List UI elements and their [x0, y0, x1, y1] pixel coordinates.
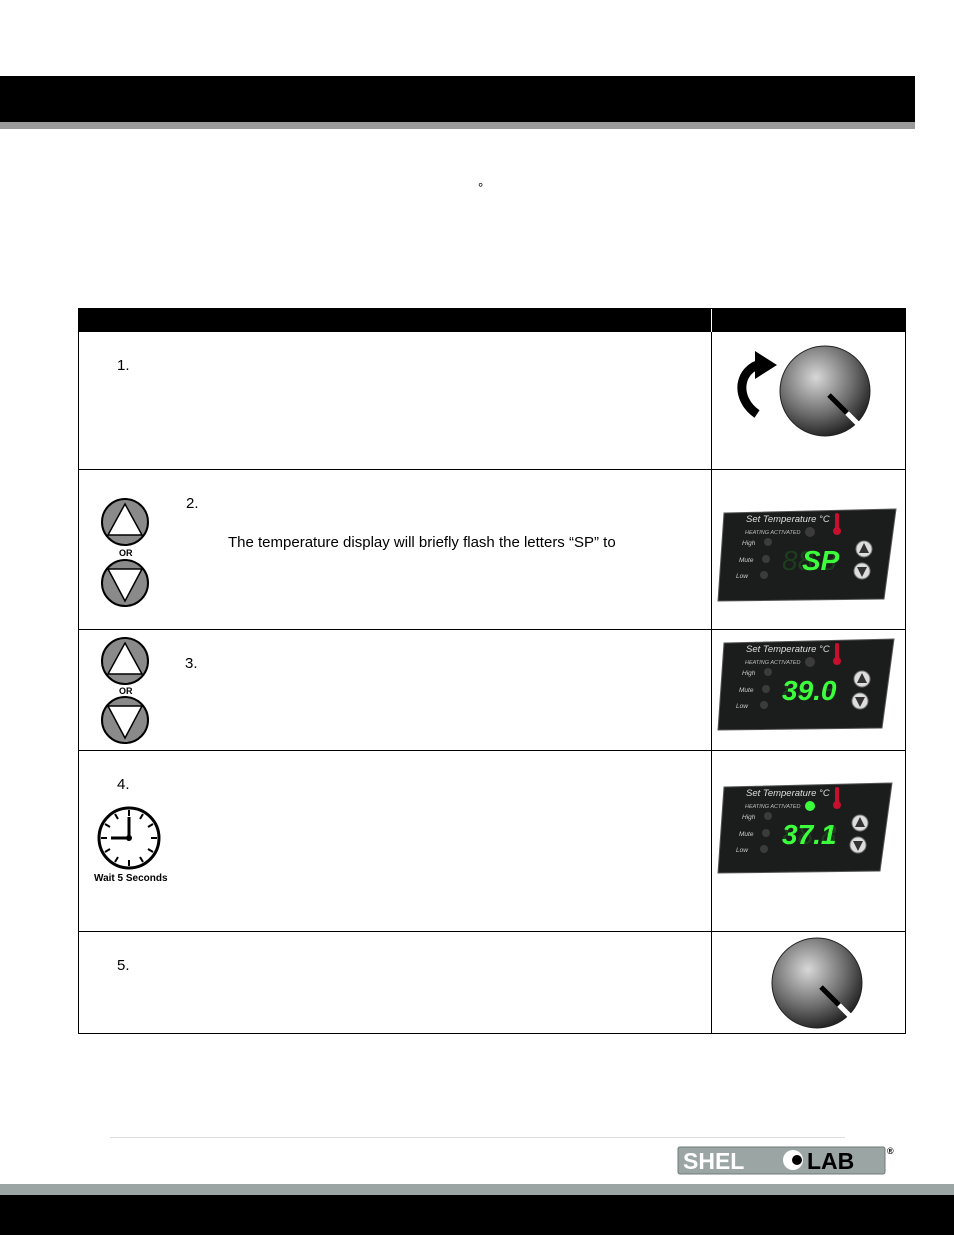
column-divider: [711, 309, 712, 1033]
indicator-led: [764, 538, 772, 546]
panel-down-arrow-icon: [857, 567, 867, 577]
row-divider: [79, 750, 905, 751]
control-panel-37: Set Temperature °C HEATING ACTIVATED HighM…: [717, 782, 893, 874]
logo-text-right: LAB: [807, 1148, 854, 1174]
knob-icon: [771, 937, 863, 1029]
indicator-led: [762, 685, 770, 693]
indicator-label: High: [742, 670, 756, 677]
heating-label: HEATING ACTIVATED: [745, 804, 801, 810]
footer-rule: [110, 1137, 845, 1138]
display-readout: 39.0: [782, 675, 837, 706]
indicator-label: High: [742, 814, 756, 821]
indicator-label: Low: [736, 703, 749, 710]
indicator-led: [762, 829, 770, 837]
heating-led: [805, 527, 815, 537]
row-divider: [79, 469, 905, 470]
indicator-label: Mute: [739, 831, 754, 838]
knob-turn-icon: [737, 345, 871, 437]
panel-down-arrow-icon: [853, 841, 863, 851]
panel-up-arrow-icon: [859, 543, 869, 553]
step-1-number: 1.: [117, 357, 130, 374]
up-down-buttons-icon: [101, 637, 149, 744]
row-divider: [79, 629, 905, 630]
indicator-led: [760, 701, 768, 709]
indicator-led: [762, 555, 770, 563]
panel-title: Set Temperature °C: [746, 514, 830, 525]
indicator-label: High: [742, 540, 756, 547]
up-down-buttons-icon: [101, 498, 149, 607]
thermometer-bulb: [833, 527, 841, 535]
step-3-number: 3.: [185, 655, 198, 672]
indicator-label: Mute: [739, 557, 754, 564]
procedure-table: 1. OR 2. The temperature display will br…: [78, 308, 906, 1034]
heating-label: HEATING ACTIVATED: [745, 530, 801, 536]
degree-symbol: °: [478, 180, 484, 195]
or-label: OR: [119, 686, 133, 696]
step-2-text: The temperature display will briefly fla…: [228, 534, 616, 551]
panel-up-arrow-icon: [855, 817, 865, 827]
control-panel-39: Set Temperature °C HEATING ACTIVATED HighM…: [717, 638, 895, 731]
footer-stripe: [0, 1184, 954, 1195]
or-label: OR: [119, 548, 133, 558]
thermometer-bulb: [833, 801, 841, 809]
thermometer-icon: [835, 643, 839, 659]
footer-bar: [0, 1195, 954, 1235]
thermometer-bulb: [833, 657, 841, 665]
indicator-led: [760, 845, 768, 853]
panel-up-arrow-icon: [857, 673, 867, 683]
header-divider: [711, 309, 712, 332]
header-stripe: [0, 122, 915, 129]
indicator-label: Low: [736, 573, 749, 580]
display-ghost-digits: 88.8: [782, 675, 837, 706]
clock-icon: [97, 806, 161, 870]
heating-led-on: [805, 801, 815, 811]
thermometer-icon: [835, 513, 839, 529]
display-readout: SP: [802, 545, 840, 576]
thermometer-icon: [835, 787, 839, 803]
display-ghost-digits: 88.8: [782, 819, 837, 850]
step-2-number: 2.: [186, 495, 199, 512]
control-panel-sp: Set Temperature °C HEATING ACTIVATED HighM…: [717, 508, 897, 602]
panel-title: Set Temperature °C: [746, 644, 830, 655]
table-header: [79, 309, 905, 332]
heating-led: [805, 657, 815, 667]
display-ghost-digits: 88.8: [782, 545, 837, 576]
step-4-number: 4.: [117, 776, 130, 793]
heating-label: HEATING ACTIVATED: [745, 660, 801, 666]
wait-label: Wait 5 Seconds: [94, 873, 168, 884]
panel-down-arrow-icon: [855, 697, 865, 707]
shel-lab-logo: SHEL LAB ®: [677, 1146, 894, 1175]
logo-registered-mark: ®: [887, 1146, 894, 1156]
indicator-led: [760, 571, 768, 579]
display-readout: 37.1: [782, 819, 837, 850]
header-bar: [0, 76, 915, 122]
step-5-number: 5.: [117, 957, 130, 974]
indicator-label: Low: [736, 847, 749, 854]
panel-title: Set Temperature °C: [746, 788, 830, 799]
indicator-led: [764, 812, 772, 820]
row-divider: [79, 931, 905, 932]
indicator-led: [764, 668, 772, 676]
indicator-label: Mute: [739, 687, 754, 694]
logo-text-left: SHEL: [683, 1148, 744, 1174]
